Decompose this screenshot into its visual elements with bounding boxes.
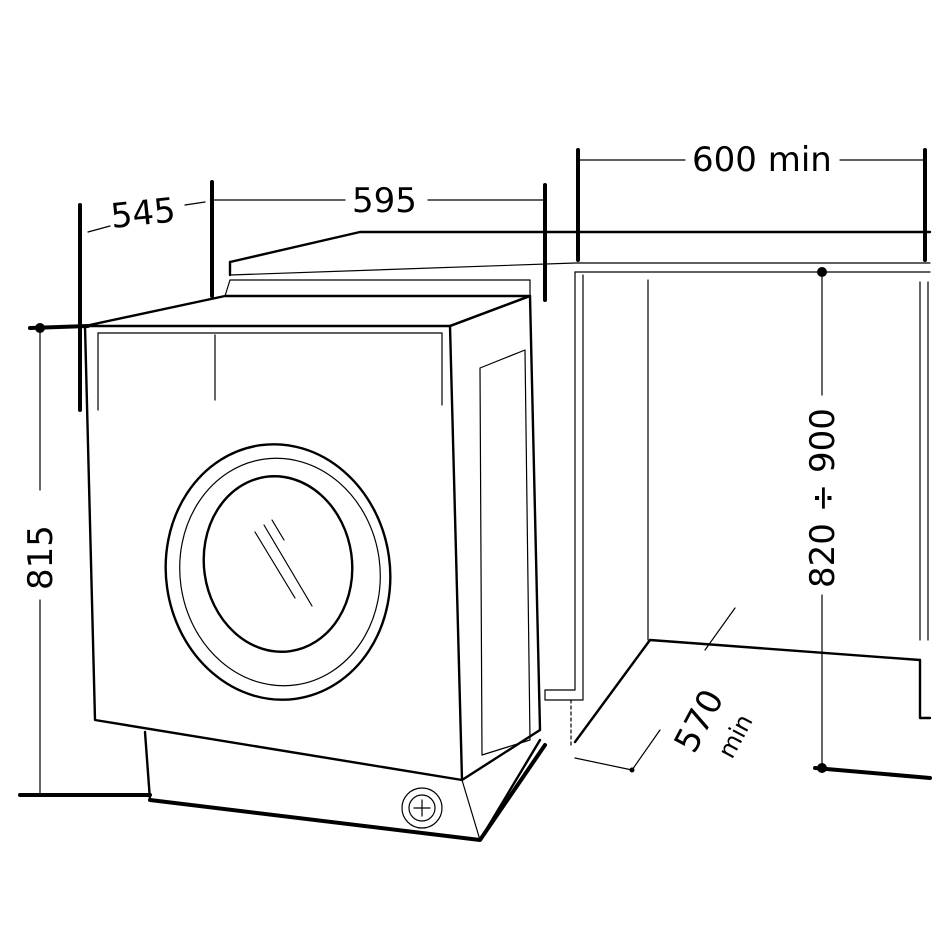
- drain-filter-icon: [401, 787, 443, 829]
- washing-machine: [83, 279, 542, 842]
- dimension-recess-depth: 570 min: [574, 607, 759, 773]
- dimension-height: 815: [21, 323, 90, 796]
- clearance-label: 600 min: [692, 140, 832, 180]
- dim-marker-dot: [629, 767, 635, 773]
- cabinet-side-panel: [544, 271, 649, 746]
- recess-floor: [573, 281, 932, 744]
- depth-label: 545: [109, 190, 178, 237]
- dimension-clearance: 600 min: [576, 140, 927, 262]
- dimension-worktop-height: 820 ÷ 900: [803, 267, 843, 773]
- floor: [18, 743, 932, 842]
- dimension-depth: 545: [78, 180, 214, 412]
- width-label: 595: [352, 181, 417, 221]
- height-label: 815: [21, 525, 61, 590]
- door-porthole: [164, 443, 392, 701]
- dimension-width: 595: [211, 181, 547, 302]
- worktop-height-label: 820 ÷ 900: [803, 408, 843, 588]
- worktop: [228, 230, 932, 277]
